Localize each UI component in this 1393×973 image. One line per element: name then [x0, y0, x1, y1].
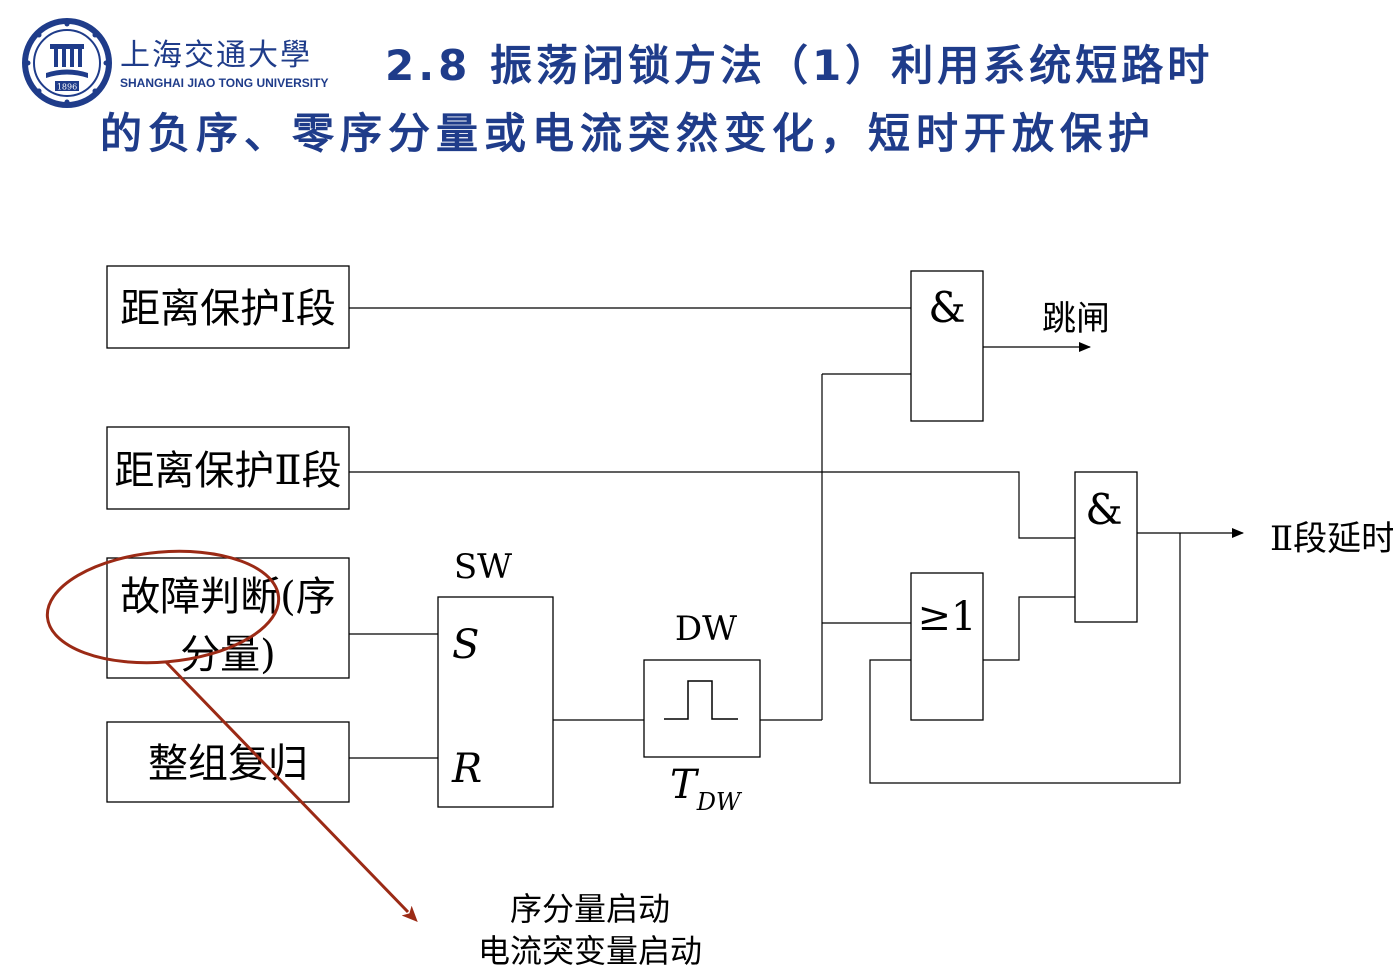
sw-set-input: S [452, 622, 479, 668]
and-gate-2-symbol: & [1085, 485, 1122, 534]
university-name-en: SHANGHAI JIAO TONG UNIVERSITY [120, 76, 329, 90]
university-seal-icon: 1896 [22, 18, 112, 108]
zone2-delay-label: Ⅱ段延时 [1270, 519, 1393, 559]
pulse-waveform-icon [664, 680, 738, 720]
fault-detect-label-1: 故障判断(序 [120, 574, 336, 620]
trip-output-label: 跳闸 [1042, 299, 1110, 339]
slide-title-line2: 的负序、零序分量或电流突然变化，短时开放保护 [100, 109, 1157, 158]
and-gate-1-symbol: & [928, 283, 965, 332]
dw-label: DW [675, 609, 737, 649]
sw-reset-input: R [451, 746, 482, 792]
fault-detect-label-2: 分量) [180, 632, 276, 678]
slide-title-line1: 2.8 振荡闭锁方法（1）利用系统短路时 [385, 41, 1214, 90]
wires [349, 307, 1181, 784]
distance-zone2-block [106, 426, 350, 510]
tdw-label: TDW [670, 762, 743, 816]
sw-label: SW [454, 547, 512, 587]
or-gate-symbol: ≥1 [918, 594, 977, 640]
reset-label: 整组复归 [148, 741, 308, 787]
and-gate-1 [910, 270, 984, 422]
logo-year: 1896 [57, 83, 77, 92]
distance-zone2-label: 距离保护Ⅱ段 [114, 448, 341, 494]
annotation-arrow [164, 660, 418, 923]
distance-zone1-block [106, 265, 350, 349]
annotation-note-2: 电流突变量启动 [478, 932, 702, 970]
annotation-note-1: 序分量启动 [510, 890, 670, 928]
reset-block [106, 721, 350, 803]
and-gate-2 [1074, 471, 1138, 623]
distance-zone1-label: 距离保护I段 [120, 286, 336, 332]
dw-pulse-block [643, 659, 761, 758]
university-name-cn: 上海交通大學 [120, 38, 312, 73]
or-gate [910, 572, 984, 721]
sw-flipflop [437, 596, 554, 808]
